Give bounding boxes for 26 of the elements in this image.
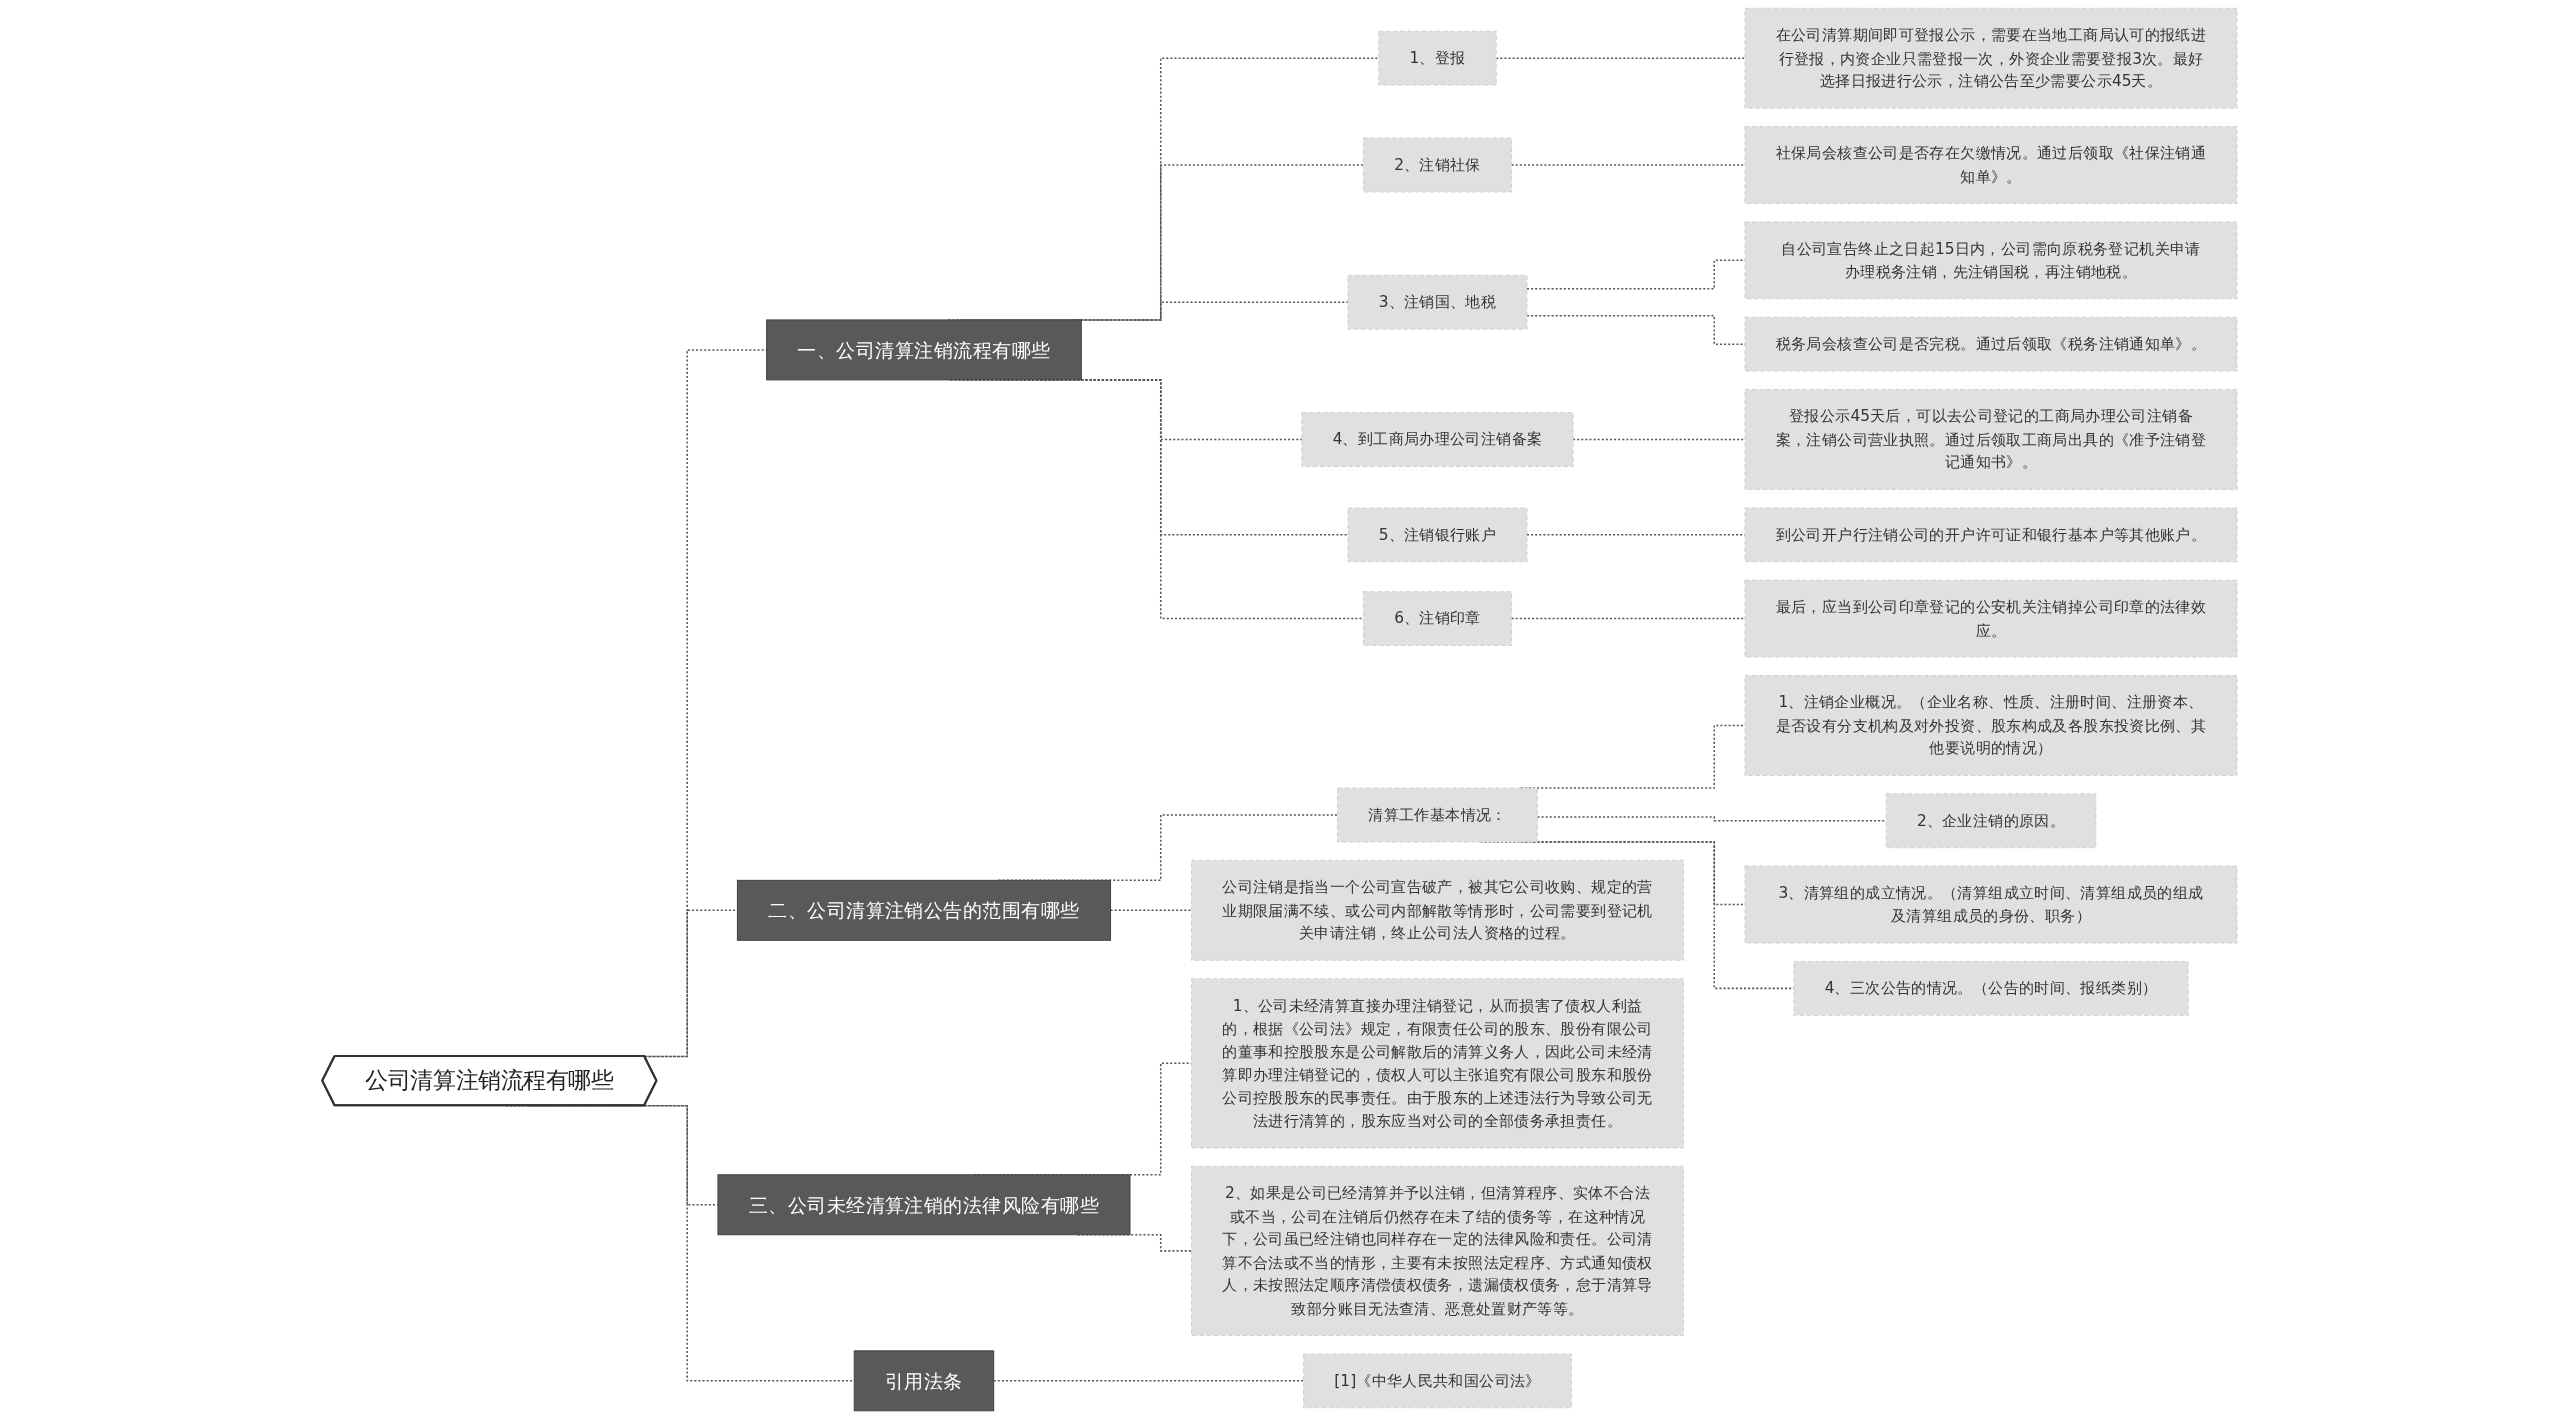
node-box: 2、注销社保	[1363, 137, 1513, 193]
node-box: 一、公司清算注销流程有哪些	[766, 319, 1083, 381]
node-box: 引用法条	[854, 1350, 995, 1412]
node-box: 社保局会核查公司是否存在欠缴情况。通过后领取《社保注销通知单》。	[1744, 126, 2238, 204]
node-box: 4、到工商局办理公司注销备案	[1301, 412, 1574, 467]
node-box: 6、注销印章	[1363, 591, 1513, 646]
node-box: 4、三次公告的情况。（公告的时间、报纸类别）	[1793, 960, 2189, 1016]
node-box: [1]《中华人民共和国公司法》	[1303, 1353, 1573, 1409]
node-box: 公司注销是指当一个公司宣告破产，被其它公司收购、规定的营业期限届满不续、或公司内部解散等情形时，公司需要到登记机关申请注销，终止公司法人资格的过程。	[1191, 859, 1685, 961]
node-box: 1、登报	[1378, 30, 1498, 86]
node-box: 自公司宣告终止之日起15日内，公司需向原税务登记机关申请办理税务注销，先注销国税，再注销地税。	[1744, 221, 2238, 300]
node-box: 税务局会核查公司是否完税。通过后领取《税务注销通知单》。	[1744, 316, 2238, 372]
node-box: 3、清算组的成立情况。（清算组成立时间、清算组成员的组成及清算组成员的身份、职务）	[1744, 865, 2238, 944]
node-box: 二、公司清算注销公告的范围有哪些	[737, 879, 1112, 941]
node-box: 1、注销企业概况。（企业名称、性质、注册时间、注册资本、是否设有分支机构及对外投资、股东构成及各股东投资比例、其他要说明的情况）	[1744, 674, 2238, 776]
node-box: 清算工作基本情况：	[1337, 787, 1539, 843]
node-box: 2、如果是公司已经清算并予以注销，但清算程序、实体不合法或不当，公司在注销后仍然存在未了结的债务等，在这种情况下，公司虽已经注销也同样存在一定的法律风险和责任。公司清算不合法或不当的情形，主要有未按照法定程序、方式通知债权人，未按照法定顺序清偿债权债务，遗漏债权债务，怠于清算导致部分账目无法查清、恶意处置财产等等。	[1191, 1165, 1685, 1336]
node-box: 5、注销银行账户	[1347, 507, 1528, 563]
node-box: 最后，应当到公司印章登记的公安机关注销掉公司印章的法律效应。	[1744, 579, 2238, 658]
node-box: 到公司开户行注销公司的开户许可证和银行基本户等其他账户。	[1744, 507, 2238, 563]
node-box: 1、公司未经清算直接办理注销登记，从而损害了债权人利益的，根据《公司法》规定，有限责任公司的股东、股份有限公司的董事和控股股东是公司解散后的清算义务人，因此公司未经清算即办理注销登记的，债权人可以主张追究有限公司股东和股份公司控股股东的民事责任。由于股东的上述违法行为导致公司无法进行清算的，股东应当对公司的全部债务承担责任。	[1191, 978, 1685, 1149]
node-box: 三、公司未经清算注销的法律风险有哪些	[717, 1174, 1131, 1236]
node-box: 登报公示45天后，可以去公司登记的工商局办理公司注销备案，注销公司营业执照。通过后领取工商局出具的《准予注销登记通知书》。	[1744, 389, 2238, 490]
node-box: 在公司清算期间即可登报公示，需要在当地工商局认可的报纸进行登报，内资企业只需登报一次，外资企业需要登报3次。最好选择日报进行公示，注销公告至少需要公示45天。	[1744, 7, 2238, 109]
node-box: 2、企业注销的原因。	[1886, 793, 2097, 849]
node-box: 3、注销国、地税	[1347, 274, 1528, 330]
